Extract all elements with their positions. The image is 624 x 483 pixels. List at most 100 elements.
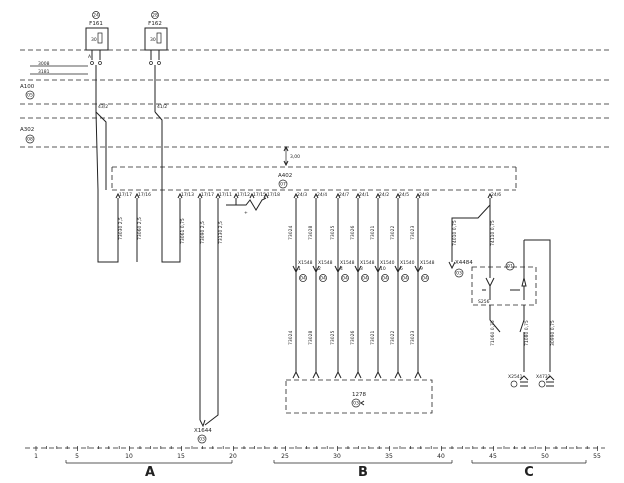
svg-text:73021: 73021 — [370, 226, 376, 240]
pin-17-16: 17/16 — [134, 192, 151, 262]
pin-17-11: 17/11 — [204, 192, 232, 426]
svg-text:04: 04 — [342, 276, 348, 282]
pin-17-17a: 17/17 — [115, 192, 132, 199]
svg-text:74010 0,75: 74010 0,75 — [452, 220, 458, 246]
svg-text:17/16: 17/16 — [138, 192, 151, 198]
svg-text:07: 07 — [280, 182, 286, 188]
svg-text:73022: 73022 — [390, 331, 396, 345]
svg-text:04: 04 — [320, 276, 326, 282]
pin-17-17b: 17/17 — [197, 192, 214, 420]
svg-text:04: 04 — [422, 276, 428, 282]
svg-text:X1540: X1540 — [400, 260, 415, 266]
svg-text:3181: 3181 — [38, 69, 50, 75]
svg-text:40: 40 — [437, 453, 445, 460]
svg-text:5: 5 — [75, 453, 79, 460]
svg-text:50: 50 — [541, 453, 549, 460]
svg-text:30: 30 — [91, 37, 97, 43]
svg-text:04: 04 — [300, 276, 306, 282]
svg-text:17/15: 17/15 — [253, 192, 266, 198]
pin-17-13: 17/13 — [177, 192, 194, 199]
svg-text:X1548: X1548 — [298, 260, 313, 266]
pin-17-12: 17/12 — [233, 192, 250, 199]
connector-x1644: X1644 03 — [194, 419, 212, 444]
svg-text:73090 2,5: 73090 2,5 — [200, 221, 206, 244]
svg-text:A100: A100 — [20, 84, 35, 90]
svg-text:6: 6 — [400, 266, 403, 272]
module-a402: A402 07 3,00 — [111, 145, 517, 191]
svg-text:73024: 73024 — [288, 331, 294, 345]
svg-text:30: 30 — [150, 37, 156, 43]
svg-text:73028: 73028 — [308, 226, 314, 240]
svg-text:30990 0,75: 30990 0,75 — [550, 320, 556, 346]
svg-text:73030 2,5: 73030 2,5 — [118, 217, 124, 240]
right-group: 24/6 74010 0,75 74110 0,75 X4484 03 01 S… — [448, 192, 556, 388]
svg-text:73028: 73028 — [308, 331, 314, 345]
svg-text:20: 20 — [229, 453, 237, 460]
fuse-f161: 24 F161 30 A — [85, 11, 109, 65]
svg-text:4: 4 — [340, 266, 343, 272]
svg-text:55: 55 — [593, 453, 601, 460]
module-1278: 1278 03 — [285, 379, 433, 414]
svg-text:01: 01 — [507, 264, 513, 270]
mid-pin-24-7: 24/7 — [335, 192, 349, 372]
left-group-wire-labels: 73030 2,5 73060 2,5 73061 0,75 73090 2,5… — [118, 217, 224, 244]
section-a-label: A — [145, 465, 155, 480]
mid-pin-24-8: 24/8 — [415, 192, 429, 372]
svg-text:17/17: 17/17 — [201, 192, 214, 198]
section-b-label: B — [358, 465, 368, 480]
svg-text:X4732: X4732 — [536, 374, 551, 380]
svg-text:24/3: 24/3 — [297, 192, 307, 198]
svg-text:X1548: X1548 — [340, 260, 355, 266]
module-labels: A100 05 A302 08 — [20, 84, 35, 144]
bottom-scale: 1 5 10 15 20 25 30 35 40 45 50 55 A B C — [25, 446, 605, 480]
svg-text:73060 2,5: 73060 2,5 — [137, 217, 143, 240]
svg-text:X4484: X4484 — [455, 260, 473, 266]
feed-wires: 3008 3181 — [30, 61, 88, 75]
svg-text:17/18: 17/18 — [267, 192, 280, 198]
svg-text:73023: 73023 — [410, 331, 416, 345]
svg-text:41/2: 41/2 — [157, 104, 167, 110]
fuse-f162: 28 F162 30 — [144, 11, 168, 65]
svg-text:45: 45 — [489, 453, 497, 460]
svg-text:30: 30 — [333, 453, 341, 460]
svg-text:F162: F162 — [148, 21, 162, 27]
svg-text:05: 05 — [27, 93, 33, 99]
svg-text:X1644: X1644 — [194, 428, 212, 434]
svg-text:24/2: 24/2 — [379, 192, 389, 198]
svg-text:25: 25 — [281, 453, 289, 460]
svg-text:17/11: 17/11 — [219, 192, 232, 198]
bus-lines — [20, 49, 610, 148]
svg-text:1: 1 — [298, 266, 301, 272]
svg-text:28: 28 — [152, 13, 158, 19]
svg-text:S256: S256 — [478, 299, 490, 305]
svg-text:73025: 73025 — [330, 331, 336, 345]
svg-text:43/2: 43/2 — [98, 104, 108, 110]
svg-text:71080 0,75: 71080 0,75 — [524, 320, 530, 346]
svg-text:24/7: 24/7 — [339, 192, 349, 198]
svg-text:73026: 73026 — [350, 331, 356, 345]
svg-text:03: 03 — [199, 437, 205, 443]
svg-text:73130 2,5: 73130 2,5 — [218, 221, 224, 244]
svg-text:X1548: X1548 — [420, 260, 435, 266]
svg-text:71060 0,75: 71060 0,75 — [490, 320, 496, 346]
svg-text:1278: 1278 — [352, 392, 366, 398]
svg-text:04: 04 — [382, 276, 388, 282]
svg-text:X1548: X1548 — [360, 260, 375, 266]
svg-text:24/8: 24/8 — [419, 192, 429, 198]
svg-text:08: 08 — [27, 137, 33, 143]
svg-text:73024: 73024 — [288, 226, 294, 240]
svg-text:04: 04 — [362, 276, 368, 282]
svg-text:A402: A402 — [278, 173, 292, 179]
svg-text:10: 10 — [125, 453, 133, 460]
svg-text:73021: 73021 — [370, 331, 376, 345]
mid-pin-24-4: 24/4 — [313, 192, 327, 372]
middle-group: 24/3 24/4 24/7 24/1 24/2 24/5 — [288, 192, 435, 379]
svg-text:24/5: 24/5 — [399, 192, 409, 198]
svg-text:04: 04 — [402, 276, 408, 282]
svg-text:+: + — [244, 210, 248, 216]
svg-text:A302: A302 — [20, 127, 34, 133]
svg-text:A: A — [88, 54, 92, 60]
svg-text:74110 0,75: 74110 0,75 — [490, 220, 496, 246]
svg-text:24/1: 24/1 — [359, 192, 369, 198]
